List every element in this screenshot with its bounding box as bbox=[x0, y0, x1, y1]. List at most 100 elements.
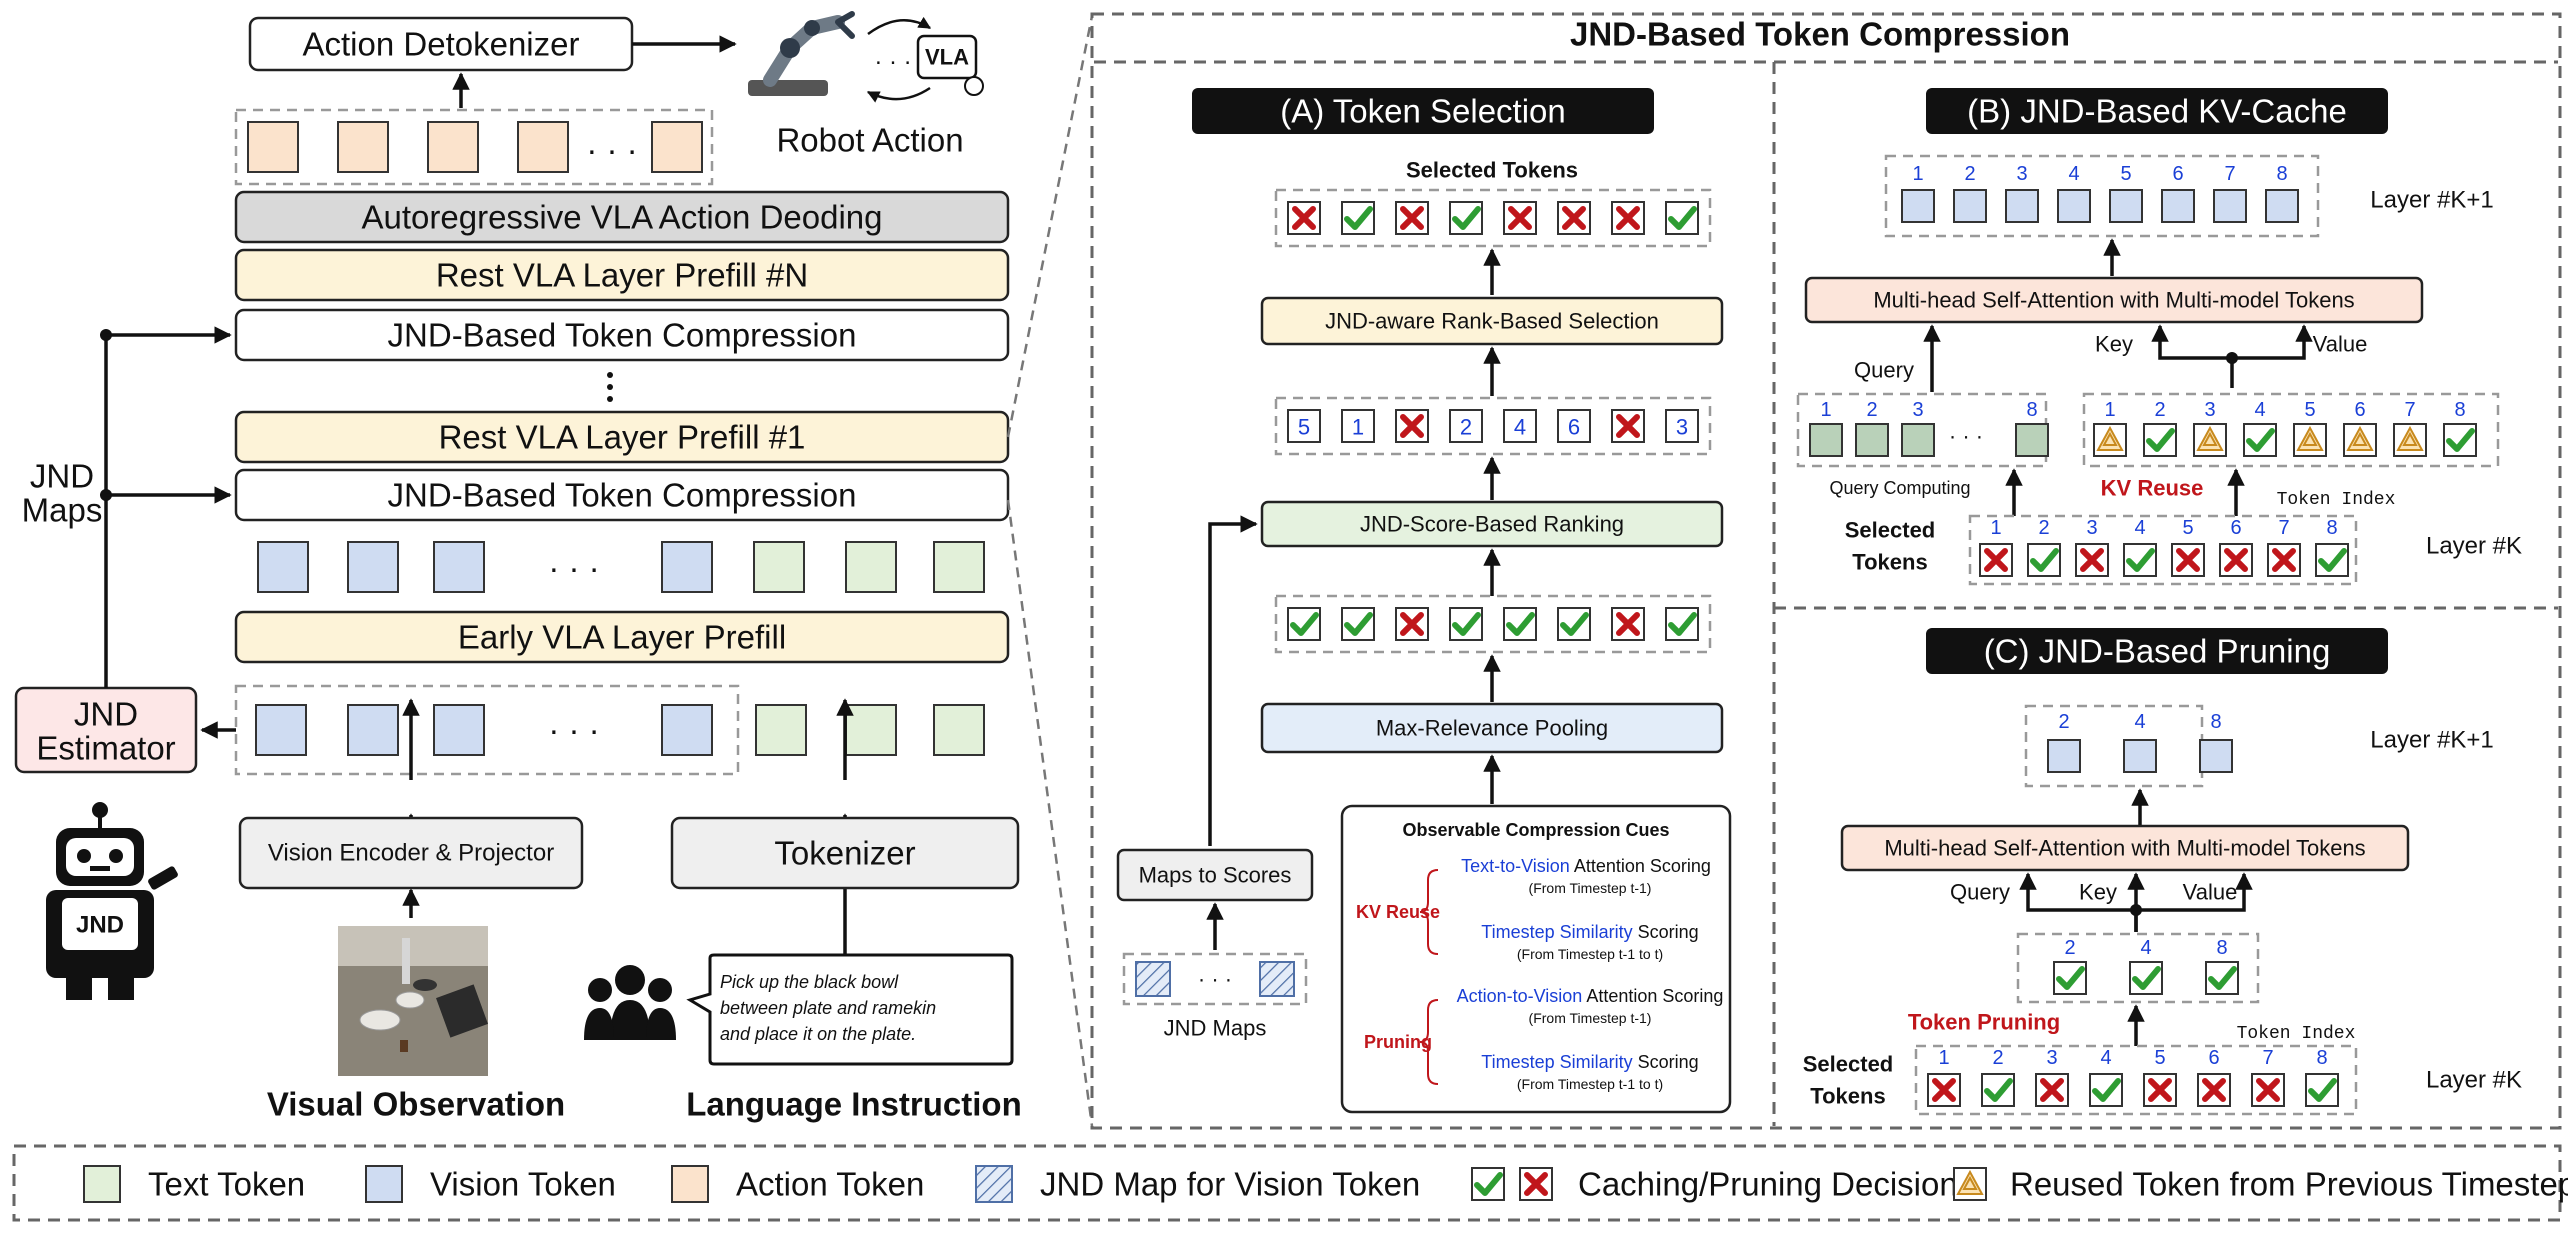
action-detokenizer-label: Action Detokenizer bbox=[303, 26, 580, 63]
input-token-row bbox=[255, 704, 985, 756]
b-top-token bbox=[2161, 189, 2195, 223]
c-bottom-index: 8 bbox=[2316, 1047, 2327, 1069]
rank-value: 3 bbox=[1676, 415, 1688, 440]
svg-text:JND Map for Vision Token: JND Map for Vision Token bbox=[1040, 1166, 1420, 1203]
check-icon bbox=[2316, 544, 2348, 576]
svg-text:(From Timestep t-1 to t): (From Timestep t-1 to t) bbox=[1517, 1076, 1663, 1092]
c-top-token bbox=[2199, 739, 2233, 773]
svg-text:(B) JND-Based KV-Cache: (B) JND-Based KV-Cache bbox=[1967, 93, 2347, 130]
check-icon bbox=[2090, 1074, 2122, 1106]
a-selected-decisions bbox=[1288, 202, 1698, 234]
c-query-label: Query bbox=[1950, 880, 2010, 905]
svg-text:Max-Relevance Pooling: Max-Relevance Pooling bbox=[1376, 716, 1608, 741]
svg-text:Vision Encoder & Projector: Vision Encoder & Projector bbox=[268, 840, 554, 867]
cross-icon bbox=[2172, 544, 2204, 576]
c-mid-index: 8 bbox=[2216, 937, 2227, 959]
rank-selection-box: JND-aware Rank-Based Selection bbox=[1260, 296, 1724, 346]
c-key-label: Key bbox=[2079, 880, 2117, 905]
svg-text:Text Token: Text Token bbox=[148, 1166, 305, 1203]
b-attention-box: Multi-head Self-Attention with Multi-mod… bbox=[1804, 276, 2424, 324]
score-ranking-box: JND-Score-Based Ranking bbox=[1260, 500, 1724, 548]
legend-box bbox=[12, 1144, 2562, 1222]
c-attention-box: Multi-head Self-Attention with Multi-mod… bbox=[1840, 824, 2410, 872]
cross-icon bbox=[2036, 1074, 2068, 1106]
c-layer-k: Layer #K bbox=[2426, 1067, 2522, 1094]
svg-text:JND: JND bbox=[74, 696, 138, 733]
cross-icon bbox=[1980, 544, 2012, 576]
visual-observation-caption: Visual Observation bbox=[267, 1086, 565, 1123]
legend-vision-token: Vision Token bbox=[365, 1165, 616, 1203]
vision-token-group bbox=[234, 684, 740, 776]
prefill-1-box: Rest VLA Layer Prefill #1 bbox=[234, 410, 1010, 464]
rank-value: 2 bbox=[1460, 415, 1472, 440]
cross-icon bbox=[1928, 1074, 1960, 1106]
svg-text:Multi-head Self-Attention with: Multi-head Self-Attention with Multi-mod… bbox=[1873, 288, 2354, 313]
compression-panel bbox=[1090, 12, 2562, 1130]
language-instruction-caption: Language Instruction bbox=[686, 1086, 1022, 1123]
c-bottom-index: 3 bbox=[2046, 1047, 2057, 1069]
c-bottom-index: 7 bbox=[2262, 1047, 2273, 1069]
check-icon bbox=[2054, 962, 2086, 994]
robot-action-label: Robot Action bbox=[776, 122, 963, 159]
svg-text:Autoregressive VLA Action Deod: Autoregressive VLA Action Deoding bbox=[362, 199, 883, 236]
jnd-map-dots: · · · bbox=[1198, 967, 1232, 992]
cross-icon bbox=[2268, 544, 2300, 576]
b-top-token bbox=[2057, 189, 2091, 223]
svg-text:Rest VLA Layer Prefill #N: Rest VLA Layer Prefill #N bbox=[436, 257, 808, 294]
b-query-index: 8 bbox=[2026, 399, 2037, 421]
b-top-token bbox=[2109, 189, 2143, 223]
b-kv-index: 2 bbox=[2154, 399, 2165, 421]
section-c-header: (C) JND-Based Pruning bbox=[1926, 628, 2388, 674]
svg-text:Text-to-Vision Attention Scori: Text-to-Vision Attention Scoring bbox=[1461, 856, 1711, 876]
svg-text:JND-Based Token Compression: JND-Based Token Compression bbox=[388, 477, 857, 514]
c-mid-index: 4 bbox=[2140, 937, 2151, 959]
svg-text:Multi-head Self-Attention with: Multi-head Self-Attention with Multi-mod… bbox=[1884, 836, 2365, 861]
b-bottom-index: 4 bbox=[2134, 517, 2145, 539]
svg-text:Vision Token: Vision Token bbox=[430, 1166, 616, 1203]
b-bottom-index: 3 bbox=[2086, 517, 2097, 539]
svg-text:Action-to-Vision Attention Sco: Action-to-Vision Attention Scoring bbox=[1457, 986, 1724, 1006]
instruction-line-2: between plate and ramekin bbox=[720, 998, 936, 1018]
legend-decision: Caching/Pruning Decision bbox=[1472, 1166, 1958, 1203]
legend-jnd-map: JND Map for Vision Token bbox=[975, 1165, 1420, 1203]
c-value-label: Value bbox=[2183, 880, 2238, 905]
observable-cues-box: Observable Compression Cues KV Reuse Pru… bbox=[1340, 804, 1732, 1114]
svg-text:Action Token: Action Token bbox=[736, 1166, 924, 1203]
robot-loop-dots: · · · bbox=[874, 49, 911, 76]
b-bottom-index: 6 bbox=[2230, 517, 2241, 539]
b-query-dots: · · · bbox=[1949, 424, 1983, 449]
instruction-bubble: Pick up the black bowl between plate and… bbox=[686, 953, 1014, 1066]
svg-text:(From Timestep t-1): (From Timestep t-1) bbox=[1529, 880, 1652, 896]
prefill-n-box: Rest VLA Layer Prefill #N bbox=[234, 248, 1010, 302]
cross-icon bbox=[2076, 544, 2108, 576]
maps-to-scores-box: Maps to Scores bbox=[1116, 848, 1314, 902]
vla-badge: VLA bbox=[916, 34, 984, 96]
jnd-map-tiles bbox=[1135, 961, 1295, 997]
cross-icon bbox=[2220, 544, 2252, 576]
check-icon bbox=[2244, 424, 2276, 456]
rank-value: 5 bbox=[1298, 415, 1310, 440]
svg-text:(From Timestep t-1 to t): (From Timestep t-1 to t) bbox=[1517, 946, 1663, 962]
recycle-icon bbox=[2293, 423, 2327, 457]
b-bottom-index: 5 bbox=[2182, 517, 2193, 539]
b-selected-2: Tokens bbox=[1852, 550, 1927, 575]
svg-text:JND-Score-Based Ranking: JND-Score-Based Ranking bbox=[1360, 512, 1624, 537]
c-bottom-index: 6 bbox=[2208, 1047, 2219, 1069]
b-query-computing: Query Computing bbox=[1829, 478, 1970, 498]
c-top-index: 8 bbox=[2210, 711, 2221, 733]
c-top-index: 2 bbox=[2058, 711, 2069, 733]
c-bottom-index: 4 bbox=[2100, 1047, 2111, 1069]
svg-text:Reused Token from Previous Tim: Reused Token from Previous Timestep bbox=[2010, 1166, 2568, 1203]
b-kv-index: 1 bbox=[2104, 399, 2115, 421]
rank-cell bbox=[1665, 409, 1699, 443]
a-selected-tokens-label: Selected Tokens bbox=[1406, 158, 1578, 183]
svg-text:Timestep Similarity Scoring: Timestep Similarity Scoring bbox=[1481, 922, 1698, 942]
c-bottom-index: 1 bbox=[1938, 1047, 1949, 1069]
b-top-token bbox=[2265, 189, 2299, 223]
